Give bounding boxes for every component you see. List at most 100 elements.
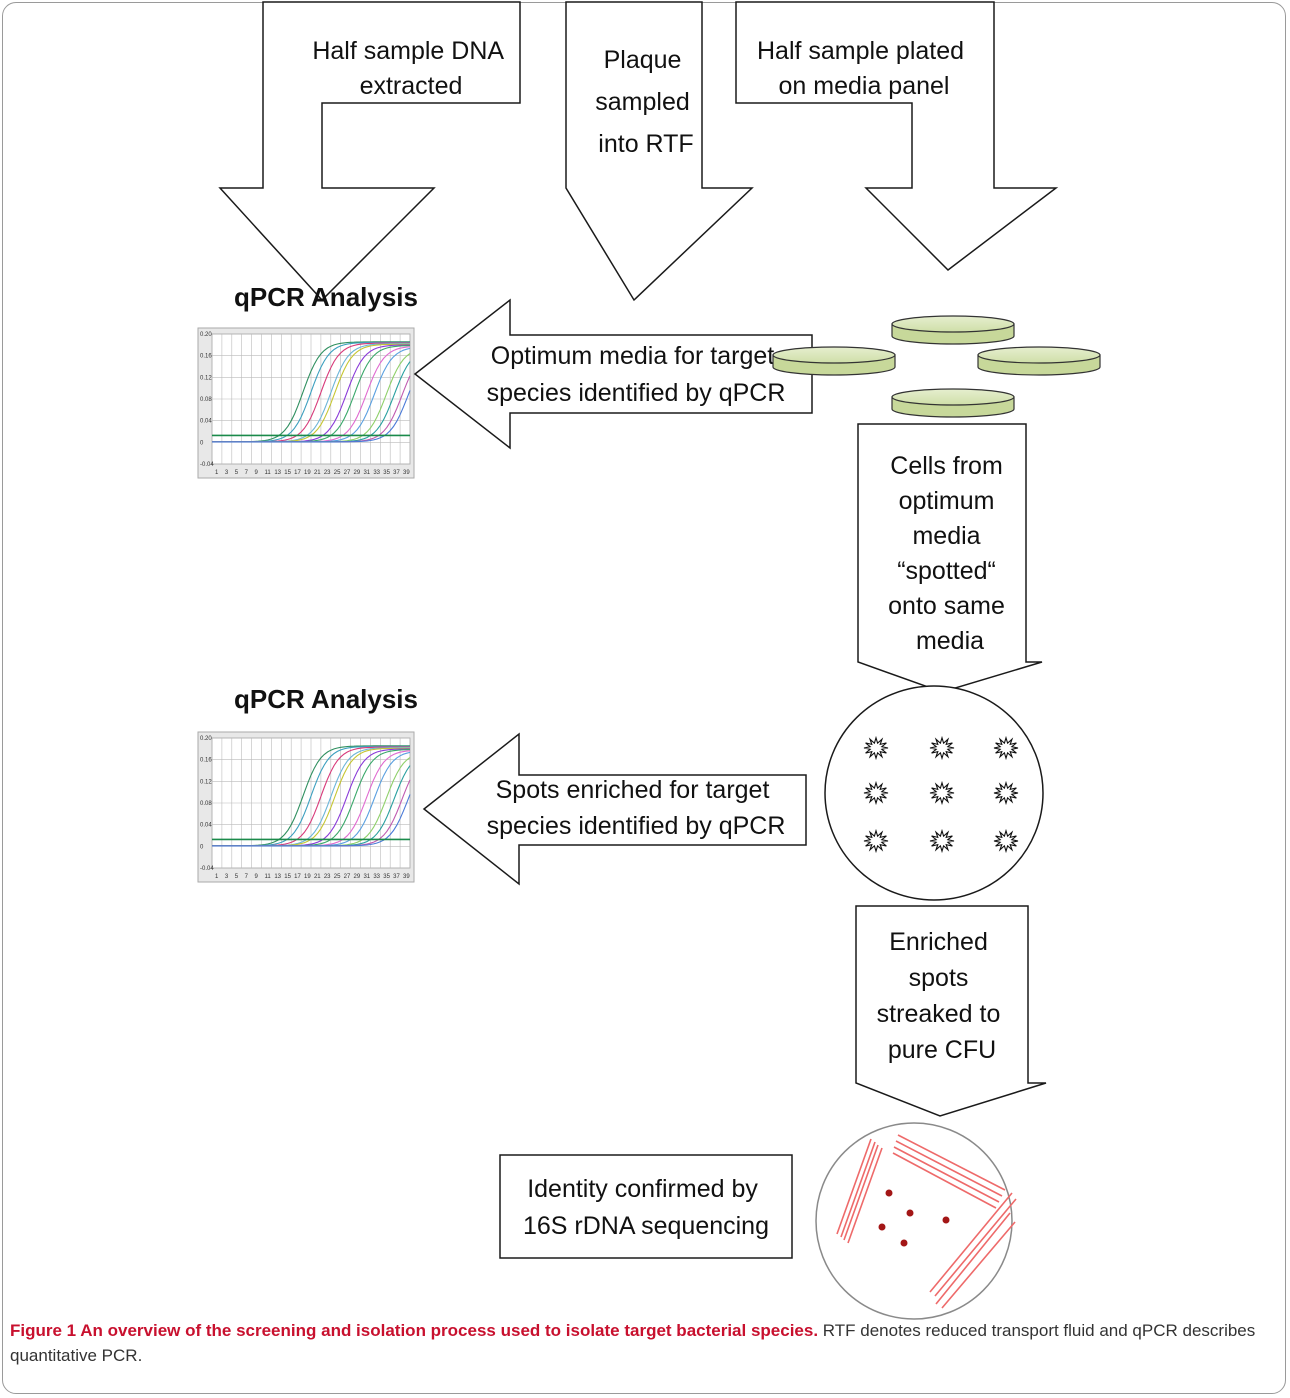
y-tick-label: 0.16: [200, 758, 212, 764]
identity-box: [499, 1154, 793, 1259]
y-tick-label: 0.20: [200, 736, 212, 742]
media-plate: [772, 346, 896, 376]
identity-label: Identity confirmed by 16S rDNA sequencin…: [523, 1175, 769, 1240]
y-tick-label: 0: [200, 440, 204, 446]
x-tick-label: 15: [284, 470, 291, 476]
x-tick-label: 21: [314, 874, 321, 880]
x-tick-label: 39: [403, 874, 410, 880]
arrow-dna-label: Half sample DNA extracted: [312, 37, 509, 100]
arrow-optimum-media: [413, 298, 813, 450]
arrow-enriched-label: Enriched spots streaked to pure CFU: [877, 928, 1008, 1064]
x-tick-label: 33: [373, 874, 380, 880]
x-tick-label: 9: [255, 874, 259, 880]
y-tick-label: 0: [200, 844, 204, 850]
arrow-enriched-streaked: [855, 905, 1047, 1117]
caption-title: Figure 1 An overview of the screening an…: [10, 1321, 819, 1340]
arrow-spots-label: Spots enriched for target species identi…: [487, 776, 786, 840]
x-tick-label: 7: [245, 470, 249, 476]
arrow-cells-label: Cells from optimum media “spotted“ onto …: [888, 452, 1012, 655]
x-tick-label: 1: [215, 470, 219, 476]
arrow-half-plated: [735, 1, 1059, 271]
arrow-spots-enriched: [422, 732, 807, 886]
spot-plate: [824, 685, 1044, 901]
y-tick-label: -0.04: [200, 462, 214, 468]
x-tick-label: 7: [245, 874, 249, 880]
spot-icon: [863, 735, 889, 761]
spot-icon: [993, 735, 1019, 761]
arrow-cells-spotted: [857, 423, 1043, 693]
media-plate: [891, 315, 1015, 345]
spot-icon: [929, 828, 955, 854]
x-tick-label: 25: [334, 470, 341, 476]
media-plate: [977, 346, 1101, 376]
x-tick-label: 37: [393, 470, 400, 476]
amplification-curves: [212, 745, 411, 847]
spot-icon: [993, 780, 1019, 806]
caption-text: RTF denotes reduced transport fluid and …: [10, 1321, 1256, 1365]
streak-plate: [815, 1122, 1017, 1320]
x-tick-label: 13: [274, 874, 281, 880]
arrow-plated-label: Half sample plated on media panel: [757, 37, 971, 100]
figure-caption: Figure 1 An overview of the screening an…: [10, 1318, 1278, 1368]
arrow-optimum-label: Optimum media for target species identif…: [487, 342, 786, 407]
x-tick-label: 3: [225, 470, 229, 476]
x-tick-label: 33: [373, 470, 380, 476]
x-tick-label: 25: [334, 874, 341, 880]
spot-grid: [863, 735, 1019, 854]
spot-icon: [863, 780, 889, 806]
chart-grid: [211, 333, 411, 465]
spot-icon: [929, 735, 955, 761]
x-tick-label: 39: [403, 470, 410, 476]
x-tick-label: 11: [264, 874, 271, 880]
y-tick-label: -0.04: [200, 866, 214, 872]
x-tick-label: 31: [363, 470, 370, 476]
arrow-dna-extracted: [218, 1, 521, 302]
x-tick-label: 27: [344, 874, 351, 880]
y-tick-label: 0.16: [200, 354, 212, 360]
x-tick-label: 29: [354, 470, 361, 476]
x-tick-label: 19: [304, 874, 311, 880]
x-tick-label: 17: [294, 470, 301, 476]
chart-grid: [211, 737, 411, 869]
x-tick-label: 17: [294, 874, 301, 880]
x-tick-label: 5: [235, 874, 239, 880]
x-tick-label: 35: [383, 470, 390, 476]
x-tick-label: 13: [274, 470, 281, 476]
x-tick-label: 31: [363, 874, 370, 880]
colonies: [878, 1189, 950, 1247]
x-tick-label: 9: [255, 470, 259, 476]
x-tick-label: 23: [324, 470, 331, 476]
streak-lines: [836, 1134, 1017, 1309]
x-tick-label: 21: [314, 470, 321, 476]
media-plate: [891, 388, 1015, 418]
x-tick-label: 11: [264, 470, 271, 476]
y-tick-label: 0.04: [200, 419, 212, 425]
y-tick-label: 0.08: [200, 397, 212, 403]
x-tick-label: 19: [304, 470, 311, 476]
x-tick-label: 3: [225, 874, 229, 880]
x-tick-label: 5: [235, 470, 239, 476]
x-tick-label: 37: [393, 874, 400, 880]
arrow-plaque-label: Plaque sampled into RTF: [595, 46, 696, 158]
x-tick-label: 1: [215, 874, 219, 880]
x-tick-label: 23: [324, 874, 331, 880]
spot-icon: [929, 780, 955, 806]
y-tick-label: 0.08: [200, 801, 212, 807]
y-tick-label: 0.12: [200, 375, 212, 381]
x-tick-label: 29: [354, 874, 361, 880]
x-tick-label: 15: [284, 874, 291, 880]
y-tick-label: 0.12: [200, 779, 212, 785]
y-tick-label: 0.04: [200, 823, 212, 829]
spot-icon: [863, 828, 889, 854]
arrow-plaque-sampled: [565, 1, 754, 302]
amplification-curves: [212, 341, 411, 443]
qpcr-heading-2: qPCR Analysis: [234, 684, 418, 714]
qpcr-heading-1: qPCR Analysis: [234, 282, 418, 312]
y-tick-label: 0.20: [200, 332, 212, 338]
x-tick-label: 35: [383, 874, 390, 880]
spot-icon: [993, 828, 1019, 854]
media-plate-panel: [772, 315, 1101, 418]
